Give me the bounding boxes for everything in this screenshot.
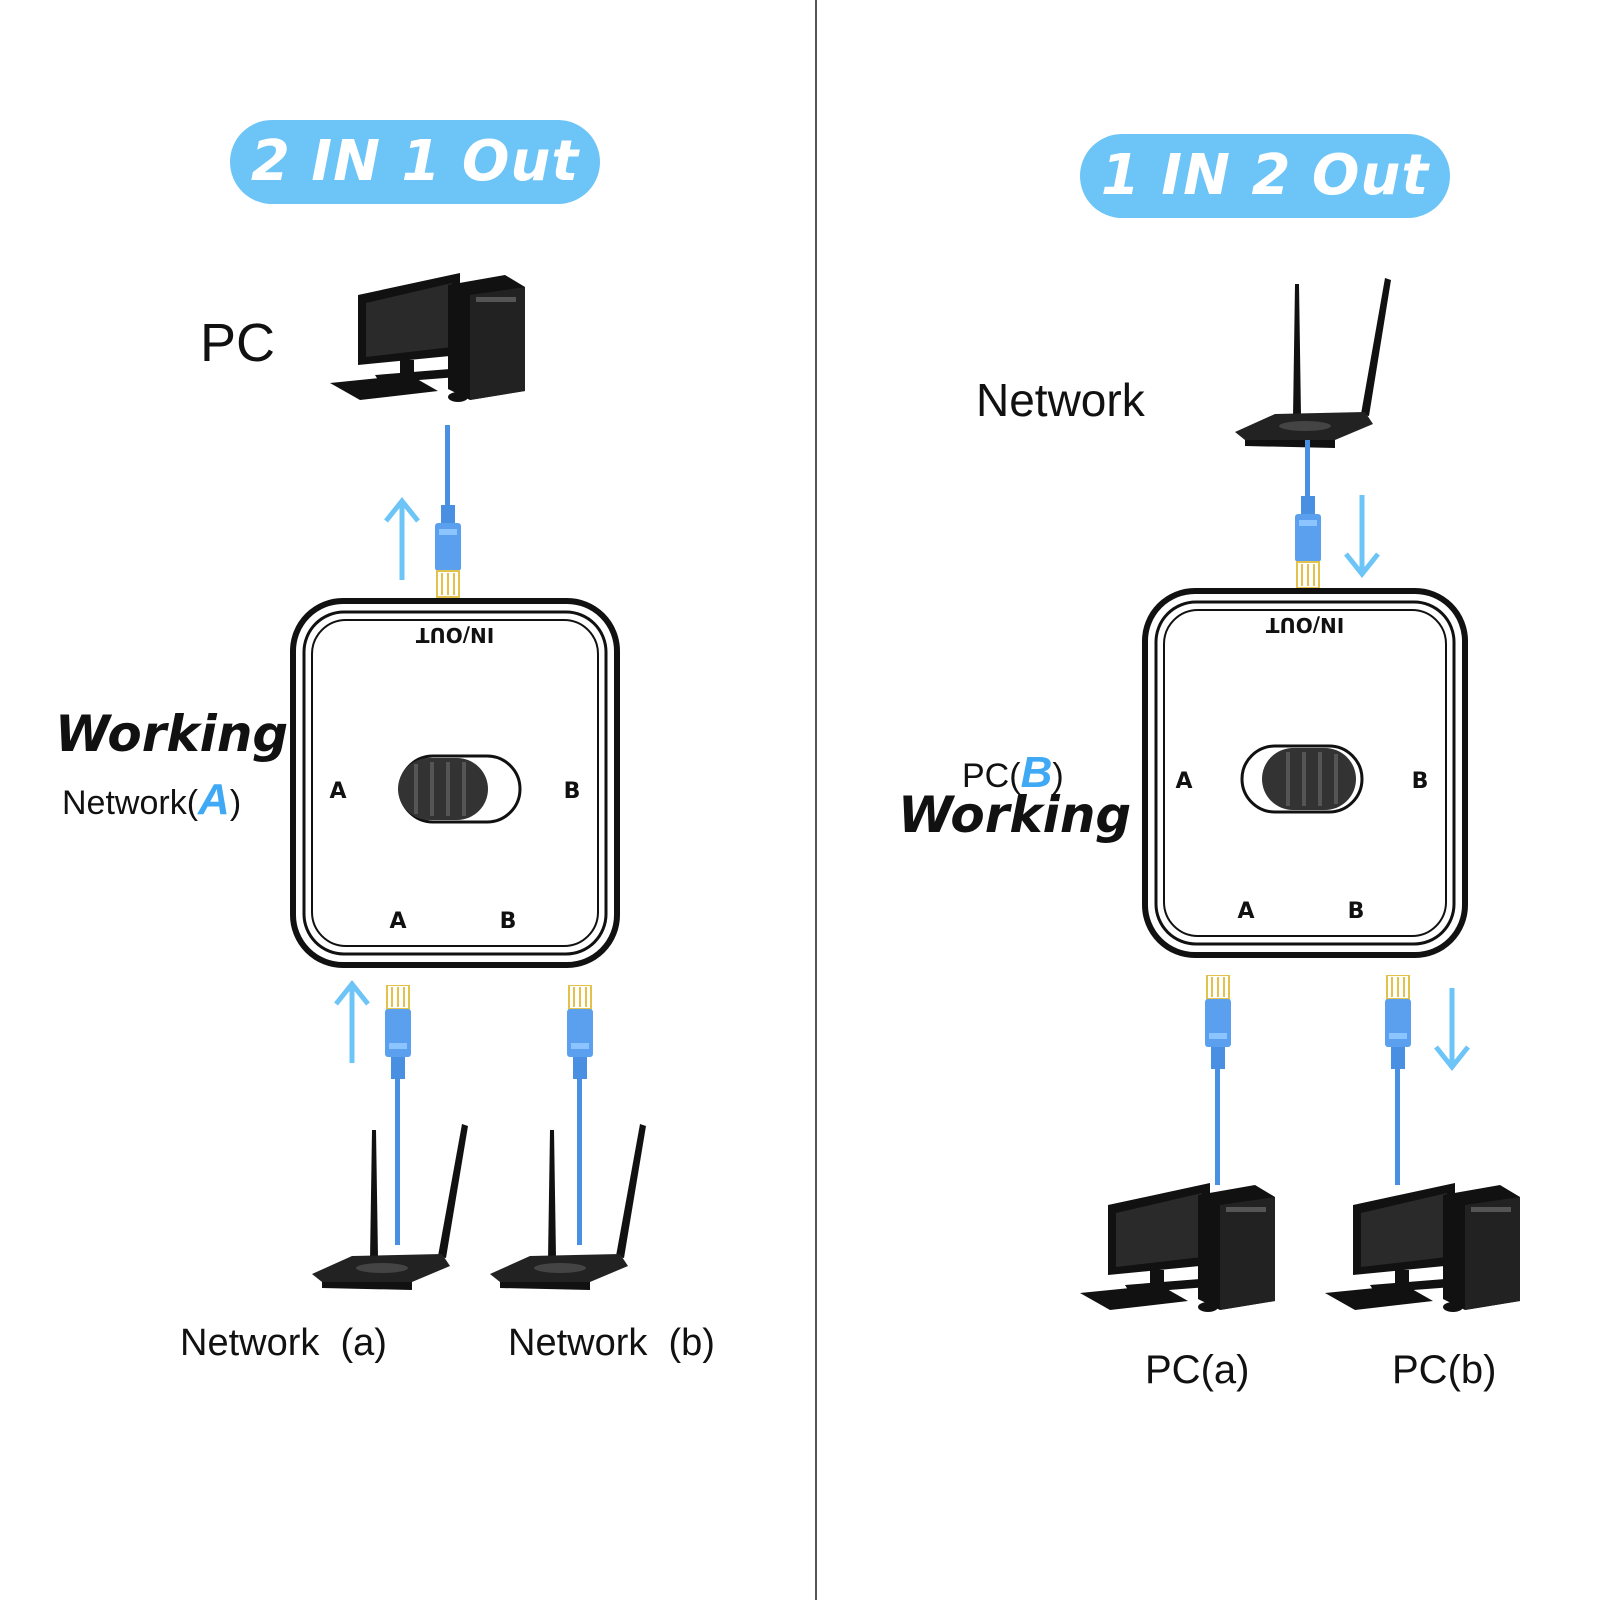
left-device-bottom-a: A bbox=[389, 909, 406, 934]
left-device-side-a: A bbox=[329, 779, 346, 804]
left-bottom-label-b: Network (b) bbox=[508, 1322, 715, 1364]
right-down-arrow-top bbox=[1344, 495, 1380, 579]
left-working-label: Working bbox=[55, 705, 289, 763]
left-network-suffix: ) bbox=[229, 784, 242, 822]
right-pc-a-icon bbox=[1080, 1183, 1275, 1312]
left-top-cable bbox=[435, 425, 461, 598]
right-pc-suffix: ) bbox=[1052, 757, 1064, 795]
left-device-top-label: IN/OUT bbox=[415, 623, 494, 647]
left-network-prefix: Network( bbox=[62, 784, 199, 822]
left-title-badge: 2 IN 1 Out bbox=[230, 120, 600, 204]
right-switch-device: IN/OUT A B A B bbox=[1142, 588, 1468, 958]
left-pc-icon bbox=[330, 273, 525, 402]
left-device-side-b: B bbox=[564, 779, 581, 804]
left-up-arrow-bottom bbox=[334, 979, 370, 1063]
right-pc-prefix: PC( bbox=[962, 757, 1021, 795]
center-divider bbox=[815, 0, 817, 1600]
left-pc-label: PC bbox=[200, 313, 276, 373]
right-bottom-label-a: PC(a) bbox=[1145, 1348, 1250, 1392]
right-bottom-label-b: PC(b) bbox=[1392, 1348, 1497, 1392]
right-device-side-a: A bbox=[1175, 769, 1192, 794]
right-device-side-b: B bbox=[1412, 769, 1429, 794]
left-switch-device: IN/OUT A B A B bbox=[290, 598, 620, 968]
right-device-bottom-a: A bbox=[1237, 899, 1254, 924]
right-pc-b-label: PC(B) bbox=[962, 748, 1064, 798]
right-pc-letter: B bbox=[1020, 748, 1053, 797]
left-network-letter: A bbox=[198, 775, 230, 824]
right-pc-b-icon bbox=[1325, 1183, 1520, 1312]
right-device-bottom-b: B bbox=[1348, 899, 1365, 924]
left-device-bottom-b: B bbox=[500, 909, 517, 934]
right-cable-b bbox=[1385, 975, 1411, 1185]
left-router-b-icon bbox=[490, 1124, 646, 1290]
right-down-arrow-bottom bbox=[1434, 988, 1470, 1072]
right-top-cable bbox=[1295, 440, 1321, 589]
left-router-a-icon bbox=[312, 1124, 468, 1290]
left-up-arrow-top bbox=[384, 496, 420, 580]
right-title-badge: 1 IN 2 Out bbox=[1080, 134, 1450, 218]
right-device-top-label: IN/OUT bbox=[1265, 613, 1344, 637]
left-cable-a bbox=[385, 985, 411, 1245]
right-router-icon bbox=[1235, 278, 1391, 448]
right-working-label: Working bbox=[898, 786, 1132, 844]
right-network-label: Network bbox=[976, 374, 1145, 426]
left-network-a-label: Network(A) bbox=[62, 775, 241, 825]
left-bottom-label-a: Network (a) bbox=[180, 1322, 387, 1364]
right-cable-a bbox=[1205, 975, 1231, 1185]
left-cable-b bbox=[567, 985, 593, 1245]
